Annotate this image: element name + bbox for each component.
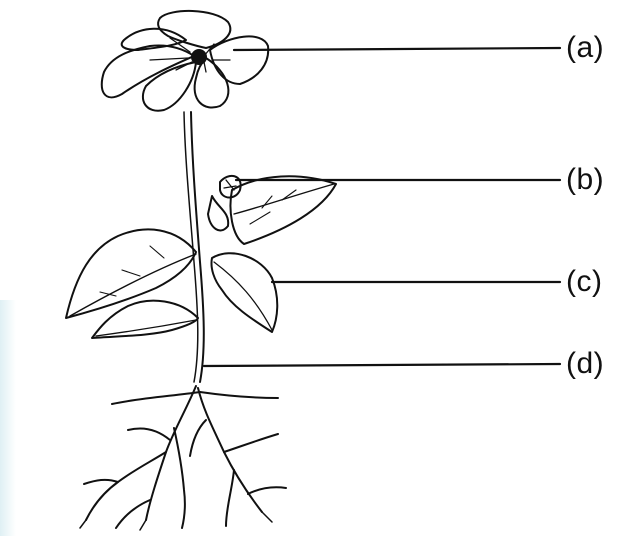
label-c: (c) — [566, 264, 624, 300]
pointer-line-a — [234, 48, 560, 50]
label-a: (a) — [566, 30, 624, 66]
upper-right-leaf — [231, 176, 337, 244]
lower-right-leaf — [211, 253, 277, 332]
roots — [80, 386, 286, 530]
stem — [184, 112, 204, 382]
label-b: (b) — [566, 162, 624, 198]
flower — [102, 11, 268, 111]
flower-bud — [208, 176, 241, 231]
flower-center — [191, 49, 207, 65]
label-d: (d) — [566, 346, 624, 382]
pointer-line-d — [204, 364, 560, 366]
